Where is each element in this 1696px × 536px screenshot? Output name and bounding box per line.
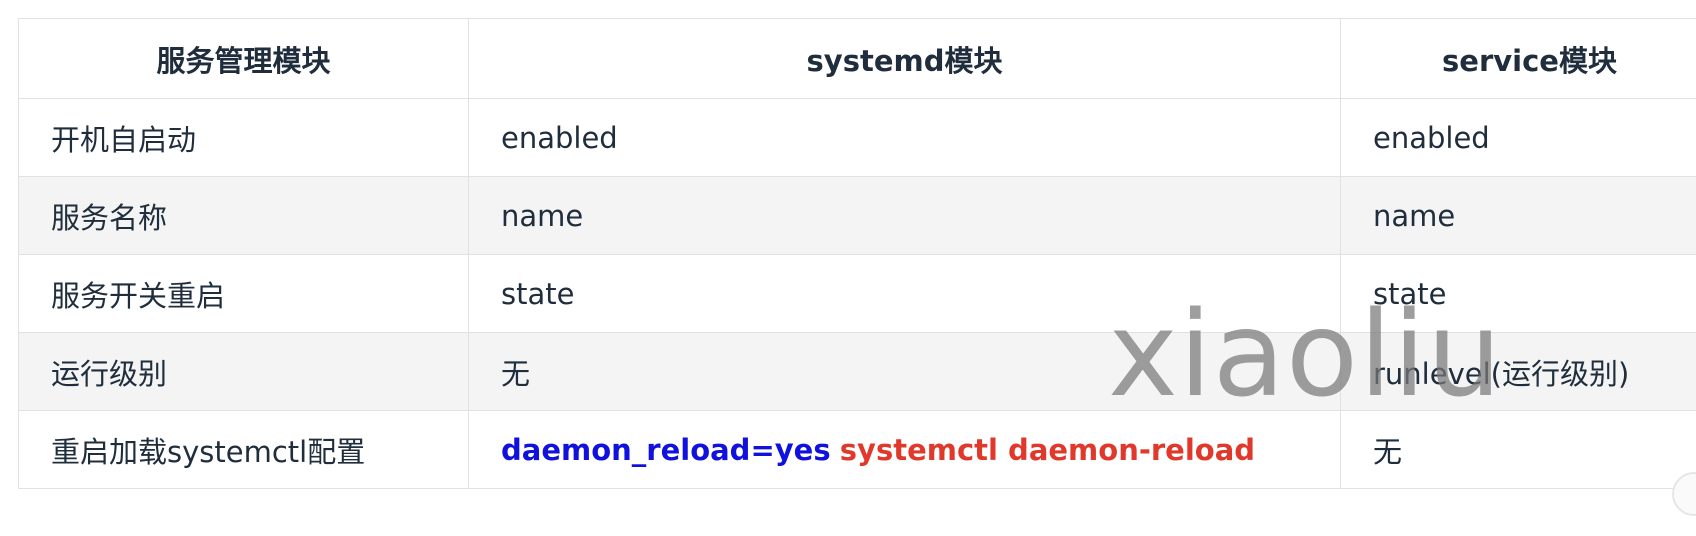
cell-service: runlevel(运行级别) — [1340, 332, 1696, 411]
daemon-reload-command: systemctl daemon-reload — [839, 432, 1256, 467]
table-header-row: 服务管理模块 systemd模块 service模块 — [18, 18, 1696, 99]
comparison-table: 服务管理模块 systemd模块 service模块 开机自启动 enabled… — [18, 18, 1696, 489]
cell-feature: 服务名称 — [18, 176, 469, 255]
table-row: 运行级别 无 runlevel(运行级别) — [18, 332, 1696, 411]
cell-feature: 运行级别 — [18, 332, 469, 411]
cell-systemd: state — [468, 254, 1341, 333]
table-row: 服务名称 name name — [18, 176, 1696, 255]
cell-service: name — [1340, 176, 1696, 255]
table-row: 重启加载systemctl配置 daemon_reload=yes system… — [18, 410, 1696, 489]
cell-systemd: 无 — [468, 332, 1341, 411]
table-row: 开机自启动 enabled enabled — [18, 98, 1696, 177]
cell-service: state — [1340, 254, 1696, 333]
cell-feature: 重启加载systemctl配置 — [18, 410, 469, 489]
cell-service: enabled — [1340, 98, 1696, 177]
cell-feature: 服务开关重启 — [18, 254, 469, 333]
header-module: 服务管理模块 — [18, 18, 469, 99]
cell-systemd: name — [468, 176, 1341, 255]
daemon-reload-option: daemon_reload=yes — [501, 432, 831, 467]
cell-systemd: enabled — [468, 98, 1341, 177]
cell-feature: 开机自启动 — [18, 98, 469, 177]
header-service: service模块 — [1340, 18, 1696, 99]
cell-systemd: daemon_reload=yes systemctl daemon-reloa… — [468, 410, 1341, 489]
table-row: 服务开关重启 state state — [18, 254, 1696, 333]
cell-service: 无 — [1340, 410, 1696, 489]
header-systemd: systemd模块 — [468, 18, 1341, 99]
